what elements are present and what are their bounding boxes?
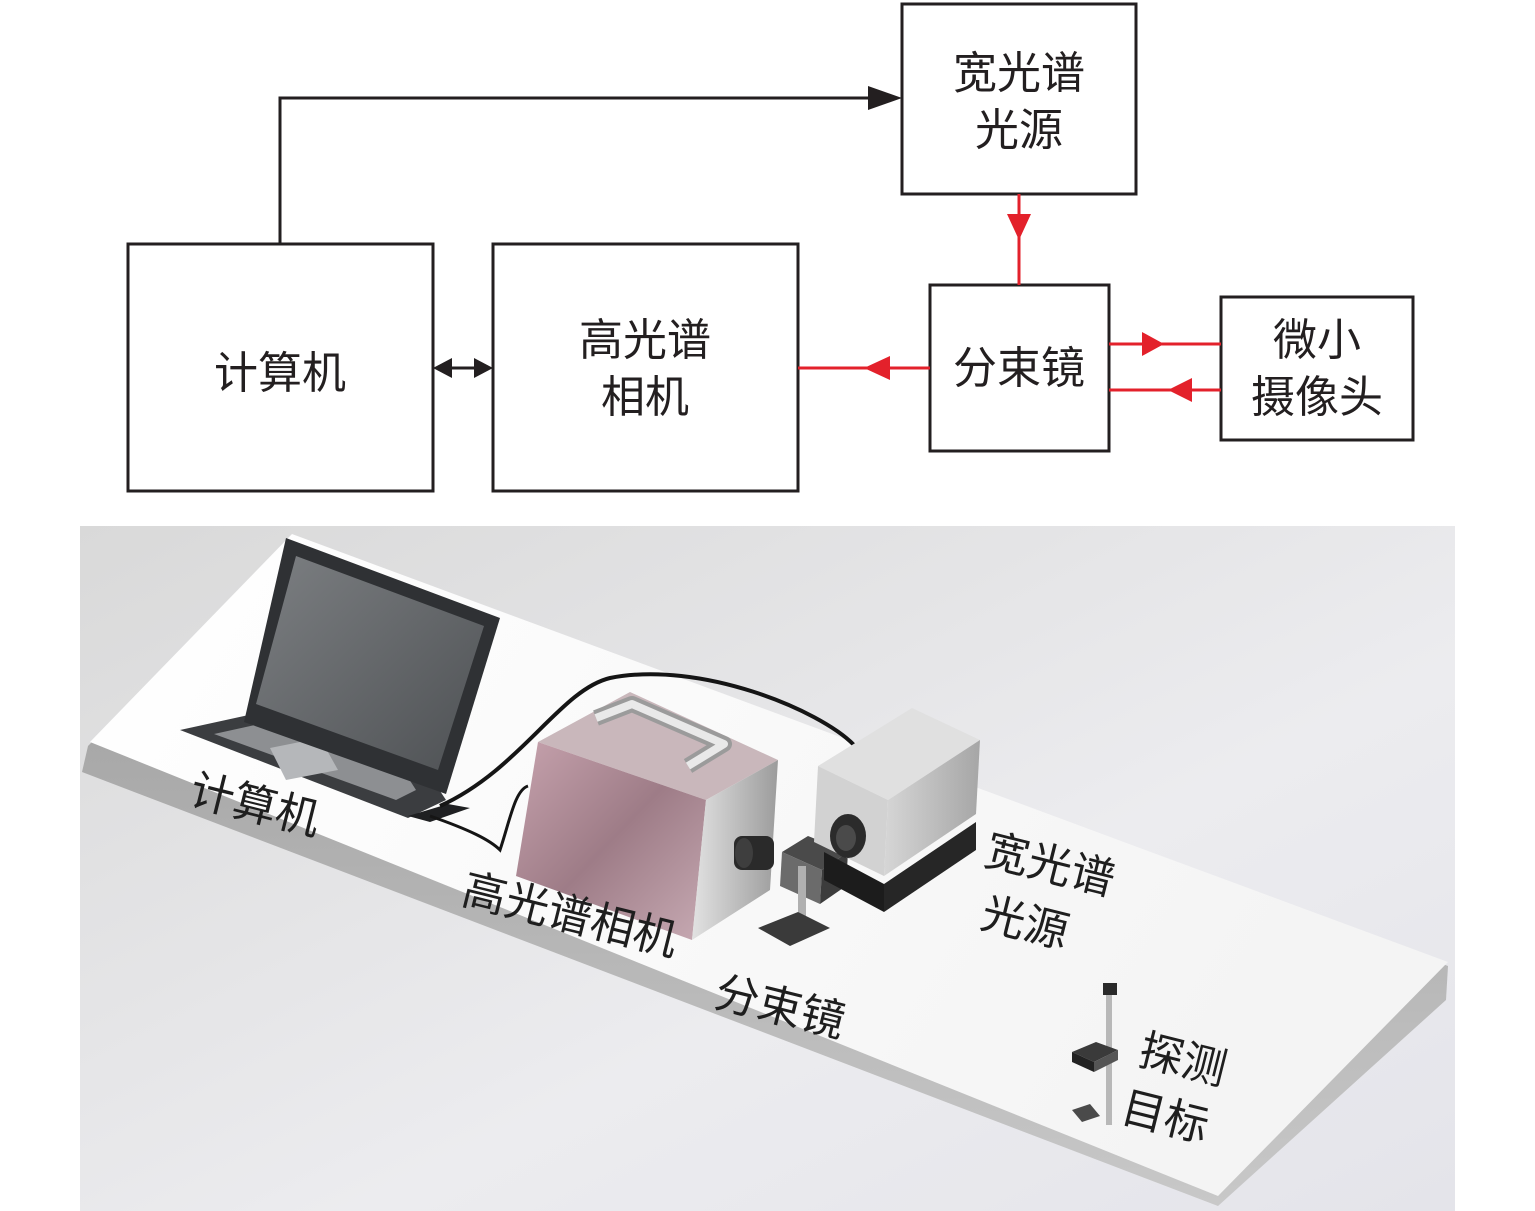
micro-camera-to-splitter-connector (1109, 378, 1221, 402)
micro-camera-label-line2: 摄像头 (1251, 372, 1383, 423)
computer-node: 计算机 (126, 242, 435, 493)
hyperspectral-camera-label-line2: 相机 (601, 372, 689, 423)
micro-camera-label-line1: 微小 (1273, 315, 1361, 366)
hyperspectral-camera-label-line1: 高光谱 (579, 315, 711, 366)
light-source-illustration (814, 708, 980, 912)
computer-label: 计算机 (214, 348, 346, 399)
hyperspectral-camera-illustration (516, 692, 778, 940)
light-source-node: 宽光谱 光源 (900, 2, 1138, 196)
system-3d-rendering: 计算机 高光谱相机 分束镜 宽光谱 光源 探测 目标 (80, 526, 1455, 1211)
micro-camera-node: 微小 摄像头 (1219, 295, 1415, 442)
splitter-to-micro-camera-connector (1109, 332, 1221, 356)
laptop-illustration (180, 538, 500, 822)
camera-cable (429, 784, 529, 853)
beam-splitter-node: 分束镜 (928, 283, 1111, 453)
computer-camera-bidirectional-connector (433, 358, 493, 378)
target-illustration (1072, 983, 1118, 1125)
light-source-cable (439, 672, 856, 808)
light-source-label-line2: 光源 (975, 105, 1063, 156)
hyperspectral-camera-node: 高光谱 相机 (491, 242, 800, 493)
system-block-diagram: 宽光谱 光源 计算机 高光谱 相机 分束镜 微小 摄像头 (126, 2, 1415, 493)
light-source-label-line1: 宽光谱 (953, 48, 1085, 99)
splitter-to-camera-connector (798, 356, 930, 380)
beam-splitter-label: 分束镜 (953, 343, 1085, 394)
light-source-to-splitter-connector (1007, 194, 1031, 285)
computer-to-light-source-connector (278, 86, 902, 244)
